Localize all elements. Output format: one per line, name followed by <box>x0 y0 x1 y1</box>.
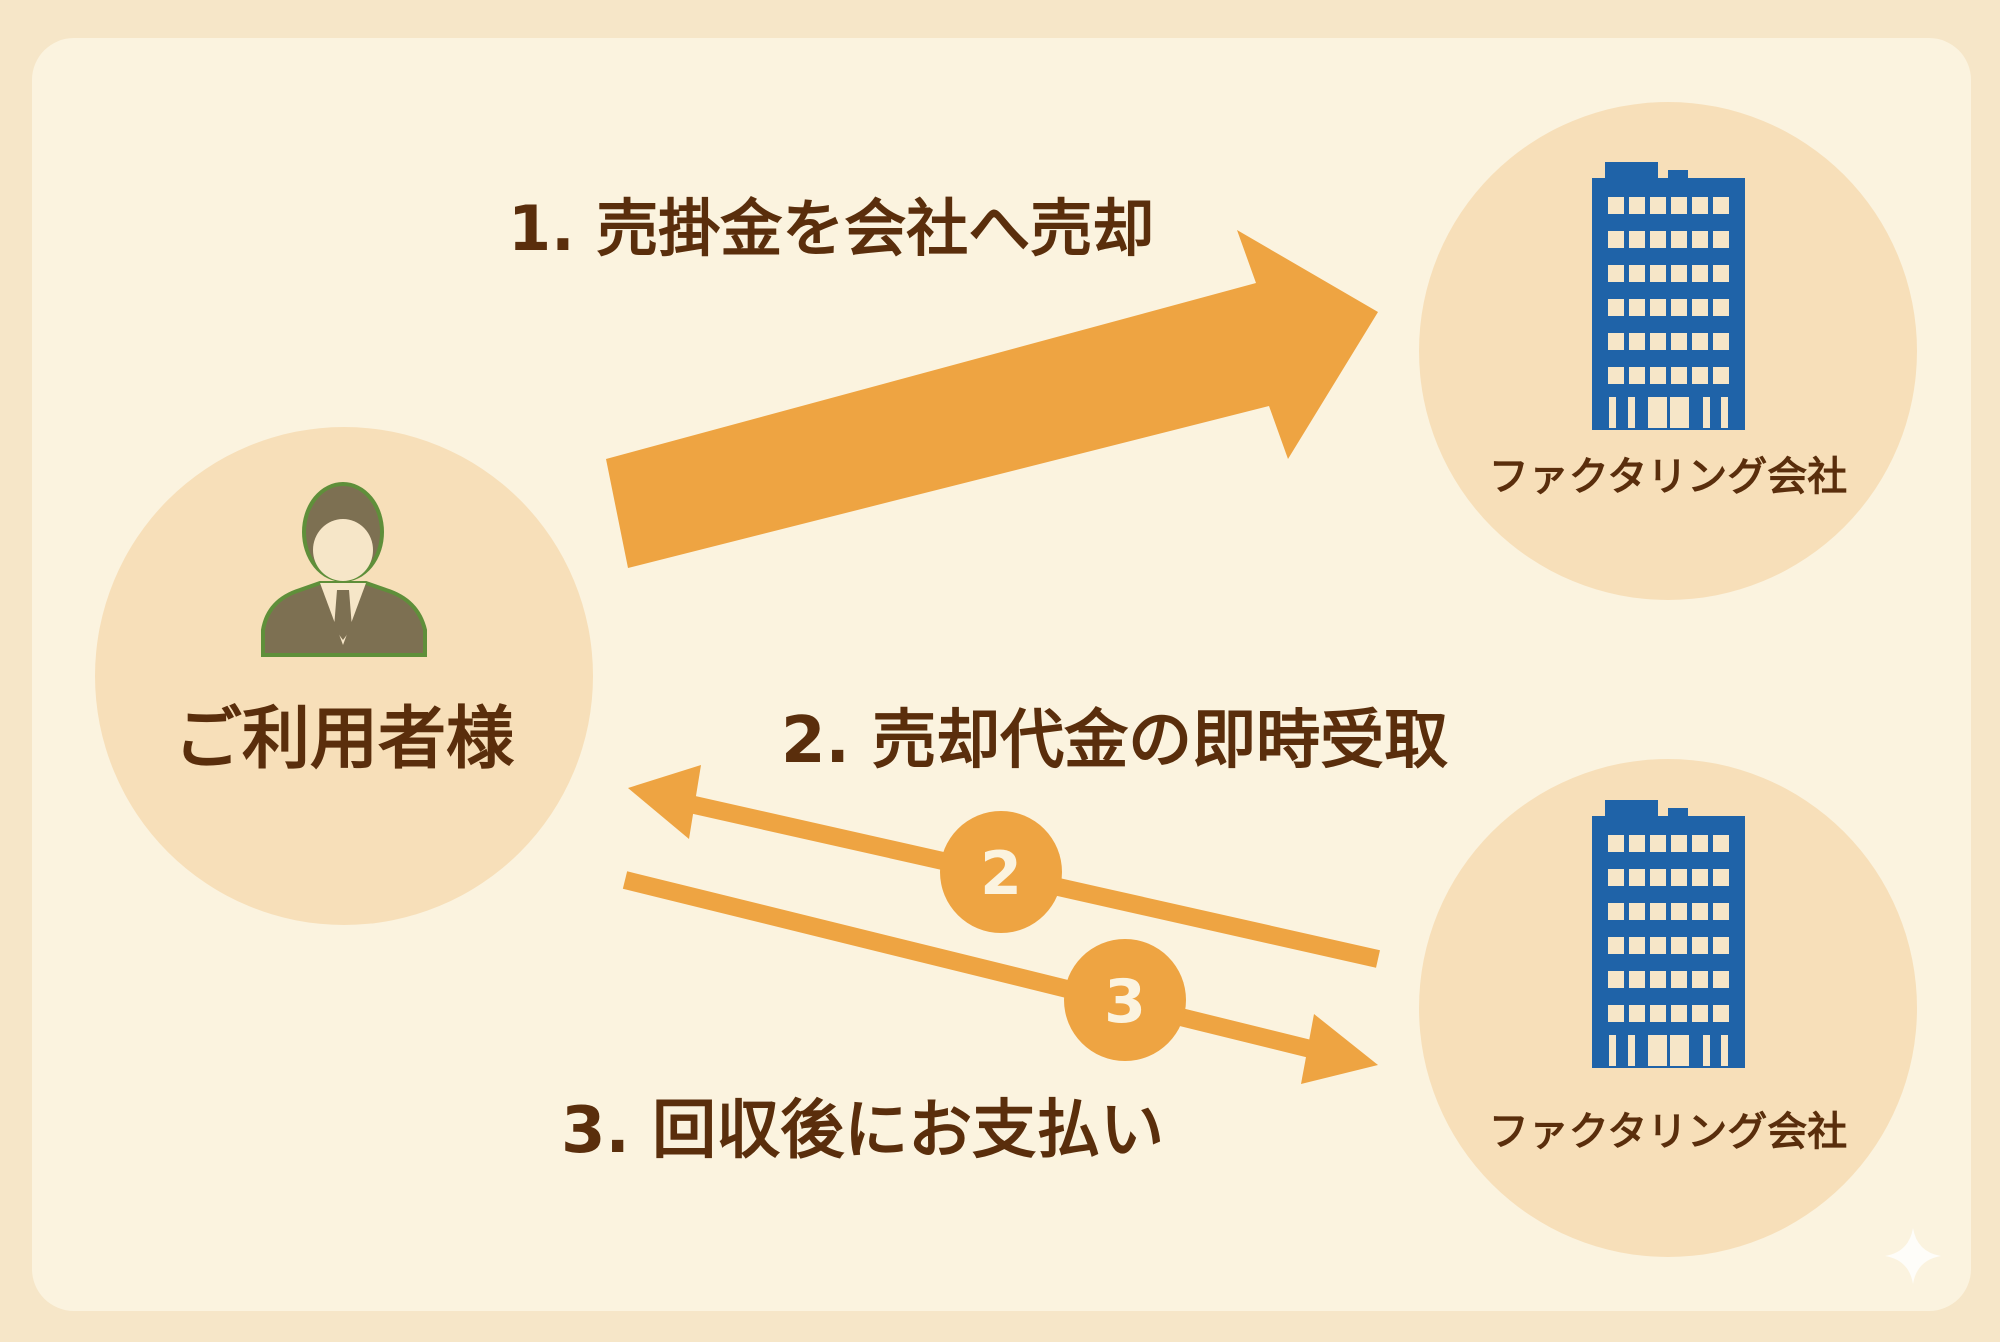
step-2-badge <box>940 811 1062 933</box>
sell-arrow <box>606 230 1378 568</box>
office-building-icon <box>1592 162 1745 430</box>
office-building-icon <box>1592 800 1745 1068</box>
step-2-badge-number: 2 <box>980 839 1022 909</box>
user-label: ご利用者様 <box>174 700 515 779</box>
step-2-label: 2. 売却代金の即時受取 <box>781 704 1448 778</box>
step-1-label: 1. 売掛金を会社へ売却 <box>508 192 1154 265</box>
user-circle <box>95 427 593 925</box>
payment-arrow <box>622 871 1378 1084</box>
step-3-label: 3. 回収後にお支払い <box>561 1094 1164 1168</box>
sparkle-icon <box>1885 1228 1941 1284</box>
step-3-badge <box>1064 939 1186 1061</box>
businessman-icon <box>261 482 427 657</box>
company-label-top: ファクタリング会社 <box>1489 454 1847 500</box>
company-label-bottom: ファクタリング会社 <box>1489 1109 1847 1155</box>
step-3-badge-number: 3 <box>1104 967 1146 1037</box>
